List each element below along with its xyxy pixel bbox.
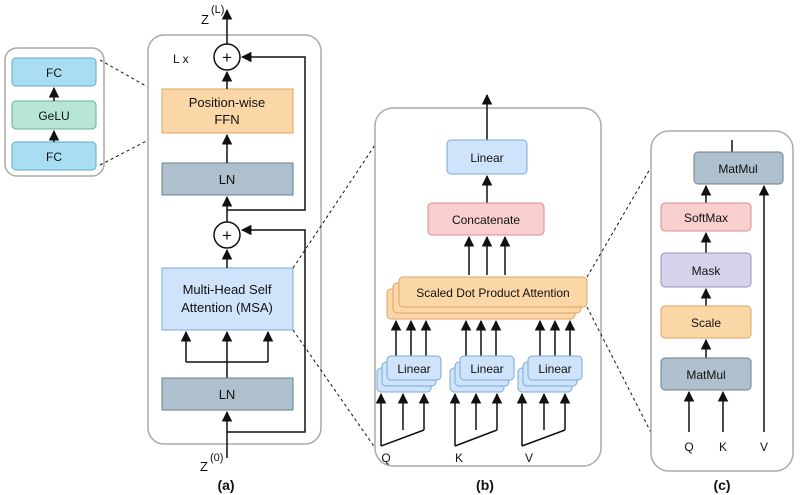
sdpa-box [398, 276, 588, 308]
softmax-box [660, 202, 752, 232]
ffn-gelu-label: GeLU [38, 109, 69, 123]
c-matmul-bottom-label: MatMul [686, 368, 725, 382]
caption-b: (b) [476, 477, 494, 493]
c-matmul-top-label: MatMul [718, 162, 757, 176]
ffn-detail: FC GeLU FC [4, 47, 105, 177]
ffn-label-line2: FFN [214, 112, 239, 127]
ffn-fc-top-label: FC [46, 66, 62, 80]
caption-c: (c) [713, 477, 730, 493]
c-matmul-top-box [693, 151, 784, 185]
concatenate-box [427, 202, 545, 236]
residual-add-top [213, 43, 241, 71]
mask-box [660, 252, 752, 288]
scale-label: Scale [691, 316, 721, 330]
b-linear-top-box [446, 139, 528, 175]
panel-c: MatMul SoftMax Mask Scale MatMul Q K V (… [650, 130, 794, 493]
b-input-q: Q [381, 451, 390, 465]
input-z-label: Z [200, 459, 208, 474]
repeat-label: L x [173, 52, 189, 66]
ln-lower-label: LN [219, 387, 236, 402]
mask-label: Mask [692, 264, 722, 278]
ln-upper-label: LN [219, 172, 236, 187]
sdpa-label: Scaled Dot Product Attention [416, 286, 569, 300]
ffn-fc-top-box [11, 57, 97, 87]
linear-v-label: Linear [538, 362, 571, 376]
msa-label-line2: Attention (MSA) [181, 300, 273, 315]
caption-a: (a) [217, 477, 234, 493]
linear-k-label: Linear [470, 362, 503, 376]
msa-box [161, 267, 294, 331]
output-z-label: Z [201, 12, 209, 27]
c-input-q: Q [684, 440, 693, 454]
ffn-box [161, 88, 294, 134]
linear-stack-v: Linear [517, 355, 583, 393]
concatenate-label: Concatenate [452, 213, 520, 227]
b-input-k: K [455, 451, 463, 465]
output-z-sup: (L) [211, 4, 224, 16]
ffn-label-line1: Position-wise [189, 95, 266, 110]
panel-a: Z (L) L x + Position-wise FFN LN + Multi… [147, 4, 322, 493]
residual-add-top-symbol: + [222, 48, 232, 67]
c-input-k: K [719, 440, 727, 454]
b-linear-top-label: Linear [470, 151, 503, 165]
b-input-v: V [525, 451, 533, 465]
residual-add-middle-symbol: + [222, 226, 232, 245]
c-input-v: V [760, 440, 768, 454]
panel-b: Linear Concatenate Scaled Dot Product At… [374, 93, 602, 493]
ffn-fc-bottom-label: FC [46, 150, 62, 164]
linear-q-label: Linear [397, 362, 430, 376]
scale-box [660, 305, 752, 339]
c-matmul-bottom-box [660, 357, 752, 391]
linear-stack-k: Linear [449, 355, 515, 393]
msa-label-line1: Multi-Head Self [183, 282, 272, 297]
ln-lower-box [161, 377, 294, 411]
input-z-sup: (0) [210, 452, 223, 464]
linear-stack-q: Linear [376, 355, 442, 393]
softmax-label: SoftMax [684, 211, 728, 225]
